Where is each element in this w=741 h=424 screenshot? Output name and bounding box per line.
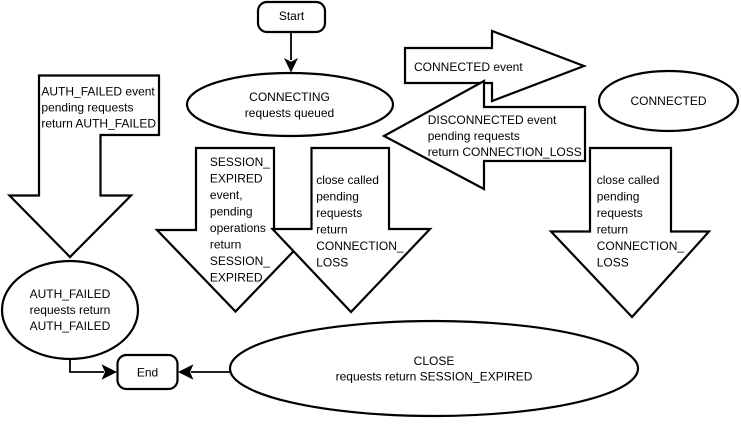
svg-text:requests: requests [316, 206, 362, 220]
svg-text:SESSION_: SESSION_ [210, 155, 270, 169]
svg-text:Start: Start [279, 9, 305, 23]
svg-text:DISCONNECTED event: DISCONNECTED event [428, 113, 557, 127]
svg-text:event,: event, [210, 188, 243, 202]
svg-text:CONNECTED event: CONNECTED event [414, 60, 523, 74]
svg-text:SESSION_: SESSION_ [210, 254, 270, 268]
svg-text:AUTH_FAILED: AUTH_FAILED [30, 319, 111, 333]
svg-text:LOSS: LOSS [597, 256, 629, 270]
svg-text:pending: pending [597, 190, 640, 204]
svg-text:AUTH_FAILED: AUTH_FAILED [30, 287, 111, 301]
svg-text:CONNECTING: CONNECTING [249, 90, 330, 104]
svg-text:pending: pending [210, 204, 253, 218]
svg-text:AUTH_FAILED event: AUTH_FAILED event [41, 84, 155, 98]
svg-text:pending requests: pending requests [41, 101, 133, 115]
svg-text:pending requests: pending requests [428, 129, 520, 143]
svg-text:EXPIRED: EXPIRED [210, 171, 263, 185]
svg-text:requests return SESSION_EXPIRE: requests return SESSION_EXPIRED [336, 370, 533, 384]
svg-text:CONNECTION_: CONNECTION_ [597, 239, 685, 253]
svg-text:LOSS: LOSS [316, 256, 348, 270]
svg-text:close called: close called [597, 173, 660, 187]
svg-text:EXPIRED: EXPIRED [210, 271, 263, 285]
svg-text:requests queued: requests queued [245, 106, 334, 120]
svg-text:operations: operations [210, 221, 266, 235]
svg-text:requests return: requests return [30, 303, 111, 317]
svg-text:return: return [210, 238, 241, 252]
svg-text:return: return [316, 223, 347, 237]
svg-text:close called: close called [316, 173, 379, 187]
svg-text:CLOSE: CLOSE [414, 354, 455, 368]
svg-text:CONNECTION_: CONNECTION_ [316, 239, 404, 253]
svg-text:CONNECTED: CONNECTED [630, 94, 706, 108]
svg-text:return: return [597, 223, 628, 237]
svg-text:return AUTH_FAILED: return AUTH_FAILED [41, 117, 156, 131]
svg-text:pending: pending [316, 190, 359, 204]
svg-text:End: End [137, 366, 158, 380]
svg-text:return CONNECTION_LOSS: return CONNECTION_LOSS [428, 145, 582, 159]
svg-text:requests: requests [597, 206, 643, 220]
